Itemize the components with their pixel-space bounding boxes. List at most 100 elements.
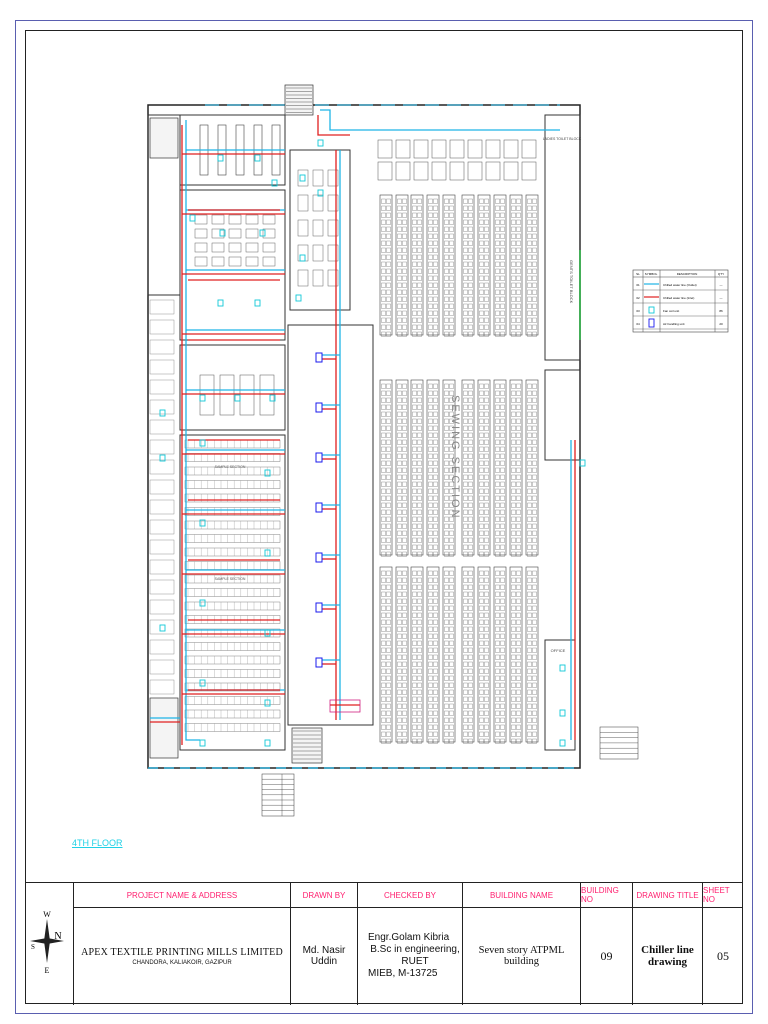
building-no-header: BUILDING NO <box>581 883 632 908</box>
sewing-machine <box>484 289 489 295</box>
sewing-machine <box>402 296 407 302</box>
sewing-machine <box>397 682 402 688</box>
storage-rack <box>467 139 483 159</box>
sewing-machine <box>386 481 391 487</box>
sewing-machine <box>428 523 433 529</box>
sewing-machine <box>484 247 489 253</box>
sewing-machine <box>532 411 537 417</box>
sewing-machine <box>397 324 402 330</box>
sewing-machine <box>381 530 386 536</box>
sewing-machine <box>444 411 449 417</box>
storage-rack <box>485 139 501 159</box>
sewing-machine <box>428 282 433 288</box>
sewing-machine <box>468 212 473 218</box>
sewing-machine <box>428 383 433 389</box>
sewing-machine <box>463 432 468 438</box>
sewing-machine <box>381 640 386 646</box>
sewing-machine <box>516 226 521 232</box>
sample-table <box>184 507 281 516</box>
sewing-machine <box>433 738 438 744</box>
sewing-machine <box>500 460 505 466</box>
sewing-machine <box>381 212 386 218</box>
sewing-machine <box>511 633 516 639</box>
sewing-machine <box>495 640 500 646</box>
desk <box>297 244 309 262</box>
sewing-machine <box>417 425 422 431</box>
sewing-machine <box>428 254 433 260</box>
sewing-machine <box>386 289 391 295</box>
sewing-machine <box>417 432 422 438</box>
sewing-table-line <box>461 194 475 336</box>
sewing-machine <box>500 696 505 702</box>
sewing-machine <box>412 647 417 653</box>
sewing-machine <box>412 682 417 688</box>
sewing-machine <box>402 661 407 667</box>
sewing-machine <box>495 516 500 522</box>
sewing-machine <box>516 411 521 417</box>
sewing-table-line <box>395 566 409 743</box>
sewing-machine <box>479 460 484 466</box>
sewing-machine <box>412 738 417 744</box>
sewing-machine <box>412 633 417 639</box>
sewing-table-line <box>379 194 393 336</box>
sewing-machine <box>484 404 489 410</box>
sewing-machine <box>479 310 484 316</box>
sewing-machine <box>532 717 537 723</box>
sewing-machine <box>511 331 516 337</box>
sewing-machine <box>479 474 484 480</box>
legend-row-qty: — <box>720 283 723 287</box>
sewing-machine <box>381 689 386 695</box>
sewing-machine <box>449 467 454 473</box>
sewing-machine <box>463 724 468 730</box>
sewing-machine <box>412 516 417 522</box>
sewing-machine <box>412 731 417 737</box>
sewing-machine <box>397 537 402 543</box>
storage-rack <box>377 161 393 181</box>
sewing-machine <box>402 619 407 625</box>
sewing-machine <box>468 261 473 267</box>
sewing-machine <box>516 425 521 431</box>
sewing-machine <box>495 467 500 473</box>
sewing-machine <box>417 731 422 737</box>
sewing-machine <box>527 626 532 632</box>
sewing-machine <box>386 198 391 204</box>
sewing-machine <box>527 432 532 438</box>
sewing-machine <box>468 317 473 323</box>
legend-row-description: Fan coil unit <box>663 309 679 313</box>
sewing-machine <box>397 282 402 288</box>
sewing-machine <box>428 619 433 625</box>
sewing-machine <box>397 523 402 529</box>
desk <box>312 269 324 287</box>
sewing-machine <box>381 296 386 302</box>
sewing-machine <box>397 226 402 232</box>
desk <box>211 214 225 225</box>
sewing-machine <box>433 390 438 396</box>
sewing-machine <box>402 317 407 323</box>
sewing-machine <box>449 724 454 730</box>
building-name-column: BUILDING NAME Seven story ATPML building <box>462 883 580 1005</box>
air-handling-unit-icon <box>315 552 323 563</box>
sewing-machine <box>402 446 407 452</box>
sewing-machine <box>527 682 532 688</box>
air-handling-unit-icon <box>315 602 323 613</box>
sewing-machine <box>468 425 473 431</box>
desk <box>228 256 242 267</box>
sewing-machine <box>463 584 468 590</box>
sewing-machine <box>484 432 489 438</box>
sewing-machine <box>412 605 417 611</box>
sewing-machine <box>402 717 407 723</box>
sewing-machine <box>412 205 417 211</box>
sewing-machine <box>449 418 454 424</box>
sewing-machine <box>511 324 516 330</box>
sewing-machine <box>516 390 521 396</box>
sewing-machine <box>527 584 532 590</box>
sewing-machine <box>381 633 386 639</box>
sewing-machine <box>479 570 484 576</box>
washroom-cubicle <box>149 299 175 315</box>
sewing-machine <box>433 418 438 424</box>
sewing-machine <box>468 198 473 204</box>
sewing-machine <box>468 205 473 211</box>
sewing-machine <box>381 731 386 737</box>
sewing-machine <box>495 544 500 550</box>
sewing-machine <box>479 212 484 218</box>
